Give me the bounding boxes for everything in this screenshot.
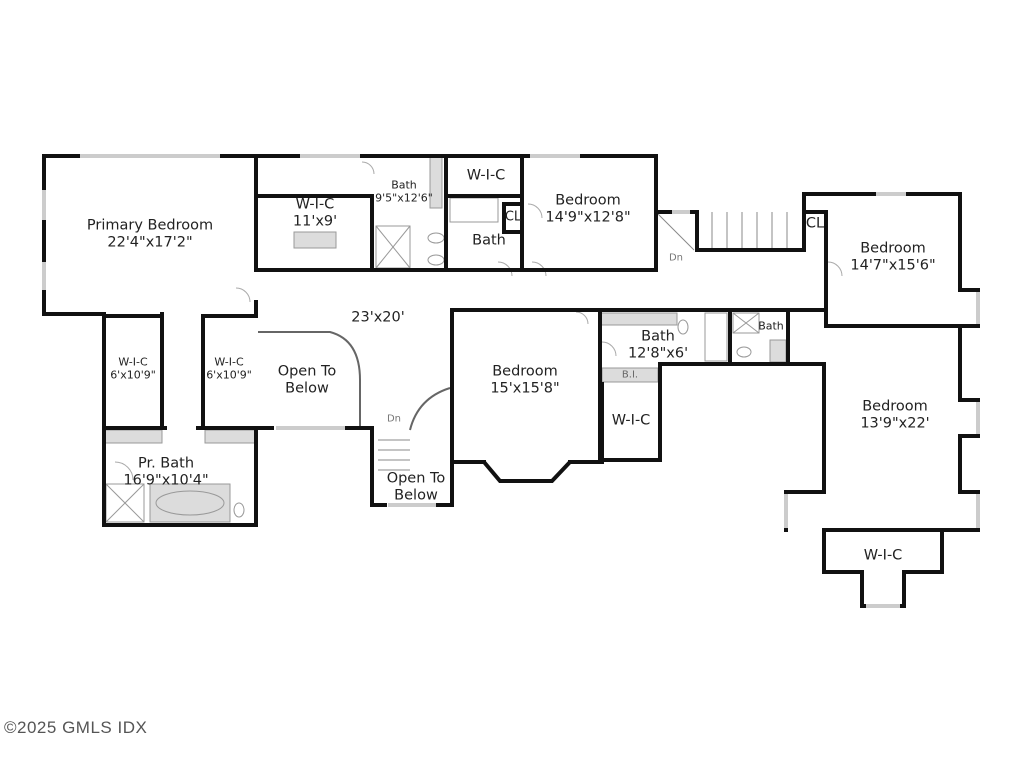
- room-dims: 14'7"x15'6": [850, 257, 936, 273]
- room-wic-primary: W-I-C 11'x9': [293, 196, 337, 229]
- room-name: W-I-C: [214, 355, 244, 369]
- room-primary-bedroom: Primary Bedroom 22'4"x17'2": [87, 217, 213, 250]
- room-wic-6: W-I-C: [864, 548, 903, 565]
- stair-down-label: Dn: [668, 252, 684, 264]
- copyright-footer: ©2025 GMLS IDX: [4, 718, 148, 737]
- room-wic-2: W-I-C: [467, 168, 506, 185]
- room-bedroom-3: Bedroom 14'7"x15'6": [850, 240, 935, 273]
- room-name: W-I-C: [295, 196, 335, 213]
- room-name: Bedroom: [862, 398, 928, 415]
- room-dims: 16'9"x10'4": [123, 472, 209, 488]
- room-bedroom-4: Bedroom 15'x15'8": [490, 363, 559, 396]
- room-dims: 15'x15'8": [490, 380, 560, 396]
- room-name: Primary Bedroom: [86, 217, 214, 234]
- room-name: Bedroom: [492, 363, 558, 380]
- room-name: W-I-C: [118, 355, 148, 369]
- room-name: W-I-C: [863, 547, 903, 564]
- room-built-in: B.I.: [622, 369, 638, 381]
- room-dims: 14'9"x12'8": [545, 209, 631, 225]
- room-landing: 23'x20': [351, 310, 404, 327]
- room-name: Bath: [391, 178, 417, 192]
- room-name: Bedroom: [860, 240, 926, 257]
- room-dims: 9'5"x12'6": [375, 191, 433, 204]
- room-name: Pr. Bath: [137, 455, 195, 472]
- stair-down-label: Dn: [386, 413, 402, 425]
- room-closet-2: CL: [806, 216, 824, 233]
- room-bedroom-2: Bedroom 14'9"x12'8": [545, 192, 630, 225]
- room-bath-4: Bath: [758, 319, 784, 334]
- room-open-to-below-1: Open To Below: [272, 363, 342, 396]
- room-dims: 6'x10'9": [110, 368, 156, 381]
- room-bath-3: Bath 12'8"x6': [628, 328, 688, 361]
- room-name: W-I-C: [466, 167, 506, 184]
- room-name: B.I.: [621, 369, 639, 381]
- room-dims: 6'x10'9": [206, 368, 252, 381]
- room-closet-1: CL: [504, 209, 522, 226]
- room-dims: 23'x20': [351, 309, 405, 326]
- room-name: Bath: [472, 232, 506, 249]
- room-dims: 11'x9': [292, 213, 338, 229]
- room-bedroom-5: Bedroom 13'9"x22': [860, 398, 929, 431]
- room-name: Bath: [641, 328, 675, 345]
- room-name: CL: [504, 209, 522, 225]
- room-name: Open To Below: [386, 470, 446, 503]
- room-name: CL: [805, 215, 825, 232]
- room-name: Bath: [758, 319, 784, 333]
- room-primary-bath: Pr. Bath 16'9"x10'4": [123, 455, 208, 488]
- room-name: W-I-C: [611, 412, 651, 429]
- room-wic-5: W-I-C: [612, 413, 651, 430]
- room-name: Bedroom: [555, 192, 621, 209]
- room-name: Open To Below: [277, 363, 337, 396]
- room-wic-3: W-I-C 6'x10'9": [110, 356, 156, 381]
- room-wic-4: W-I-C 6'x10'9": [206, 356, 252, 381]
- room-dims: 12'8"x6': [627, 345, 689, 361]
- room-bath-1: Bath 9'5"x12'6": [375, 179, 433, 204]
- room-dims: 22'4"x17'2": [107, 234, 193, 250]
- room-bath-2: Bath: [472, 233, 506, 250]
- room-open-to-below-2: Open To Below: [381, 470, 451, 503]
- room-dims: 13'9"x22': [860, 415, 930, 431]
